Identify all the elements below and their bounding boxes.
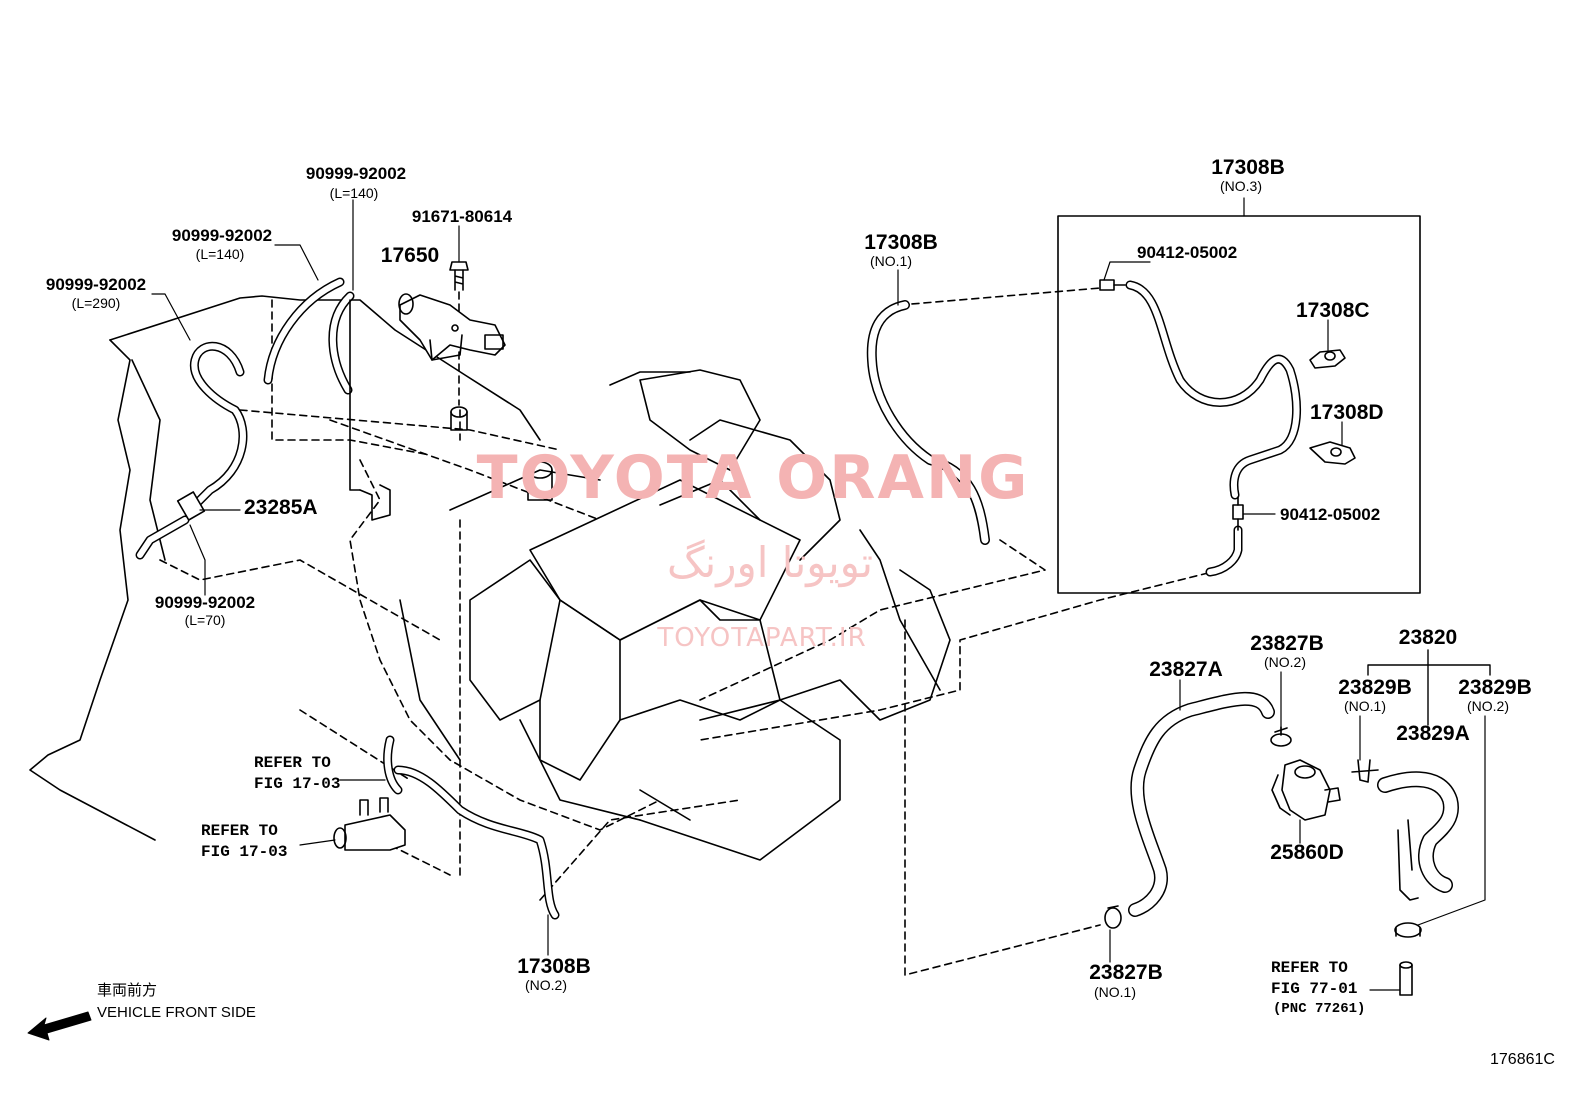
vehicle-front-japanese: 車両前方 xyxy=(97,982,158,999)
callout-clip-no2-part: 23827B xyxy=(1250,632,1324,655)
refer-label-1-line1: REFER TO xyxy=(254,754,331,772)
refer-label-3: REFER TO FIG 77-01 xyxy=(1271,958,1357,1000)
hose-23829a xyxy=(1377,771,1459,901)
clamp-17308d xyxy=(1309,441,1356,465)
vehicle-front-english: VEHICLE FRONT SIDE xyxy=(97,1004,256,1021)
refer-label-2-line1: REFER TO xyxy=(201,822,278,840)
transmission-outline xyxy=(29,295,661,841)
vehicle-front-arrow xyxy=(27,1011,92,1041)
watermark-site: TOYOTAPART.IR xyxy=(657,623,867,653)
callout-hose-c-part: 90999-92002 xyxy=(45,275,147,294)
plug-90412-05002-top xyxy=(1099,279,1126,291)
hose-17308b-no3-box xyxy=(1057,215,1421,594)
hose-90999-92002-d xyxy=(135,515,190,560)
clamp-17308c xyxy=(1309,349,1346,369)
callout-assy-part: 23820 xyxy=(1398,626,1458,649)
callout-hose-a-part: 90999-92002 xyxy=(305,164,407,183)
callout-filter-part: 23285A xyxy=(244,496,318,519)
assy-23820-bracket xyxy=(1367,649,1491,726)
callout-hose-d-length: (L=70) xyxy=(184,612,226,628)
callout-hose-no3-part: 17308B xyxy=(1211,156,1285,179)
hose-90999-92002-b xyxy=(328,291,355,395)
hose-23827a xyxy=(1128,691,1275,917)
refer-label-3-pnc: (PNC 77261) xyxy=(1273,1001,1366,1017)
hose-90999-92002-a xyxy=(263,277,345,385)
refer-label-1: REFER TO FIG 17-03 xyxy=(254,753,340,795)
label-leaders xyxy=(151,197,1486,991)
engine-block xyxy=(399,369,951,881)
callout-clip-no2-sub: (NO.2) xyxy=(1264,654,1306,670)
watermark-brand: TOYOTA ORANG xyxy=(476,443,1030,513)
callout-valve-part: 25860D xyxy=(1270,841,1344,864)
callout-hose-b-part: 90999-92002 xyxy=(171,226,273,245)
hose-17308b-no3 xyxy=(1125,280,1302,577)
vehicle-front-label: 車両前方 VEHICLE FRONT SIDE xyxy=(97,980,256,1024)
tube-refer-fig-77-01 xyxy=(1399,961,1413,996)
callout-clip-23829b-no1-part: 23829B xyxy=(1338,676,1412,699)
hose-17308b-no2 xyxy=(383,735,560,920)
callout-hose-a-length: (L=140) xyxy=(329,185,379,201)
refer-label-2: REFER TO FIG 17-03 xyxy=(201,821,287,863)
callout-hose-no1-part: 17308B xyxy=(864,231,938,254)
callout-clip-23829b-no1-sub: (NO.1) xyxy=(1344,698,1386,714)
callout-hose-no2-part: 17308B xyxy=(517,955,591,978)
callout-hose-no1-sub: (NO.1) xyxy=(870,253,912,269)
callout-hose-23829a-part: 23829A xyxy=(1396,722,1470,745)
callout-bolt-part: 91671-80614 xyxy=(411,207,513,226)
callout-clamp-d-part: 17308D xyxy=(1310,401,1384,424)
callout-hose-no3-sub: (NO.3) xyxy=(1220,178,1262,194)
clip-23829b-no2 xyxy=(1394,922,1422,938)
callout-clip-23829b-no2-sub: (NO.2) xyxy=(1467,698,1509,714)
callout-hose-c-length: (L=290) xyxy=(71,295,121,311)
callout-hose-d-part: 90999-92002 xyxy=(154,593,256,612)
callout-clip-23829b-no2-part: 23829B xyxy=(1458,676,1532,699)
callout-clamp-c-part: 17308C xyxy=(1296,299,1370,322)
refer-label-3-line1: REFER TO xyxy=(1271,959,1348,977)
callout-plug-bottom-part: 90412-05002 xyxy=(1280,505,1381,524)
refer-label-2-line2: FIG 17-03 xyxy=(201,843,288,861)
hose-90999-92002-c xyxy=(185,341,248,515)
hose-17308b-no1 xyxy=(866,300,990,545)
watermark-persian: تویوتا اورنگ xyxy=(666,538,874,587)
callout-hose-no2-sub: (NO.2) xyxy=(525,977,567,993)
figure-id: 176861C xyxy=(1490,1051,1555,1068)
vsv-refer-fig-17-03 xyxy=(333,299,406,851)
valve-25860d xyxy=(1271,759,1341,821)
callout-hose-23827a-part: 23827A xyxy=(1149,658,1223,681)
callout-clip-no1-part: 23827B xyxy=(1089,961,1163,984)
vsv-17650 xyxy=(398,293,506,361)
refer-label-3-line2: FIG 77-01 xyxy=(1271,980,1358,998)
callout-plug-top-part: 90412-05002 xyxy=(1137,243,1238,262)
callout-vsv-part: 17650 xyxy=(380,244,440,267)
plug-90412-05002-bottom xyxy=(1232,496,1244,531)
refer-label-1-line2: FIG 17-03 xyxy=(254,775,341,793)
filter-23285a xyxy=(176,491,206,521)
clip-23827b-no1 xyxy=(1104,905,1122,929)
callout-hose-b-length: (L=140) xyxy=(195,246,245,262)
clip-23829b-no1 xyxy=(1351,759,1379,783)
callout-clip-no1-sub: (NO.1) xyxy=(1094,984,1136,1000)
